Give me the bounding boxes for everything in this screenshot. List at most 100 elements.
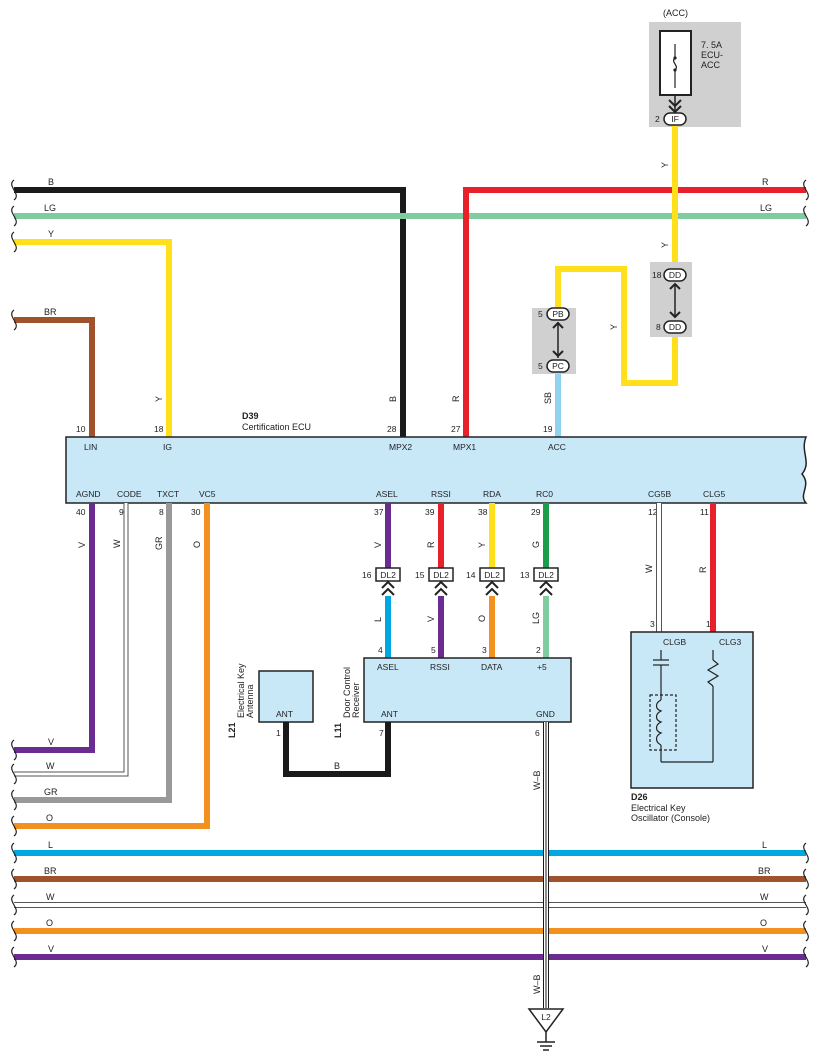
svg-text:19: 19 [543, 424, 553, 434]
wire-y-pb [555, 266, 678, 386]
svg-text:GND: GND [536, 709, 555, 719]
svg-text:LIN: LIN [84, 442, 97, 452]
svg-text:13: 13 [520, 570, 530, 580]
connector-dd-top [663, 268, 687, 282]
svg-text:V: V [373, 542, 383, 548]
fuse-rating: 7. 5A [701, 40, 722, 50]
svg-text:LG: LG [760, 203, 772, 213]
receiver-name-1: Door Control [342, 667, 352, 718]
svg-text:Y: Y [660, 162, 670, 168]
ecu-name: Certification ECU [242, 422, 311, 432]
svg-text:MPX2: MPX2 [389, 442, 412, 452]
svg-text:PB: PB [552, 309, 564, 319]
svg-text:L: L [48, 840, 53, 850]
oscillator-code: D26 [631, 792, 648, 802]
svg-text:Y: Y [660, 242, 670, 248]
svg-text:39: 39 [425, 507, 435, 517]
svg-text:7: 7 [379, 728, 384, 738]
svg-text:6: 6 [535, 728, 540, 738]
svg-text:W: W [46, 892, 55, 902]
svg-text:CODE: CODE [117, 489, 142, 499]
antenna-name-1: Electrical Key [236, 663, 246, 718]
svg-text:B: B [48, 177, 54, 187]
dl2-connector-16: DL2 16 [362, 567, 401, 596]
svg-text:RSSI: RSSI [430, 662, 450, 672]
svg-text:V: V [426, 616, 436, 622]
svg-text:PC: PC [552, 361, 564, 371]
svg-text:O: O [46, 918, 53, 928]
svg-text:IF: IF [671, 114, 679, 124]
svg-text:5: 5 [431, 645, 436, 655]
svg-text:G: G [531, 541, 541, 548]
left-break-marks [11, 179, 17, 968]
dl2-connector-15: DL2 15 [415, 567, 454, 596]
svg-text:LG: LG [531, 612, 541, 624]
wire-w-code [14, 503, 129, 777]
svg-text:37: 37 [374, 507, 384, 517]
ecu-code: D39 [242, 411, 259, 421]
receiver-body [363, 657, 572, 723]
wire-b-ant [283, 722, 391, 777]
svg-text:ASEL: ASEL [376, 489, 398, 499]
svg-text:11: 11 [700, 507, 709, 517]
svg-text:RC0: RC0 [536, 489, 553, 499]
svg-text:GR: GR [154, 536, 164, 550]
svg-text:BR: BR [758, 866, 771, 876]
fuse-name-1: ECU- [701, 50, 723, 60]
ground-icon [527, 1008, 565, 1051]
svg-text:9: 9 [119, 507, 124, 517]
svg-text:29: 29 [531, 507, 541, 517]
svg-text:V: V [48, 944, 54, 954]
svg-text:V: V [77, 542, 87, 548]
svg-text:ACC: ACC [548, 442, 566, 452]
svg-text:TXCT: TXCT [157, 489, 179, 499]
antenna-body [258, 670, 314, 723]
svg-text:DL2: DL2 [380, 570, 396, 580]
svg-text:40: 40 [76, 507, 86, 517]
svg-text:W: W [760, 892, 769, 902]
svg-text:18: 18 [652, 270, 662, 280]
svg-text:W: W [112, 539, 122, 548]
svg-text:DL2: DL2 [538, 570, 554, 580]
svg-text:Y: Y [609, 324, 619, 330]
wire-gr-txct [14, 503, 172, 803]
svg-text:2: 2 [655, 114, 660, 124]
svg-text:2: 2 [536, 645, 541, 655]
ecu-body [65, 436, 808, 504]
svg-text:W: W [46, 761, 55, 771]
svg-text:R: R [698, 566, 708, 573]
wire-v-agnd [14, 503, 95, 753]
svg-text:O: O [760, 918, 767, 928]
svg-text:5: 5 [538, 361, 543, 371]
oscillator-name-1: Electrical Key [631, 803, 686, 813]
svg-text:V: V [762, 944, 768, 954]
connector-pc [546, 359, 570, 373]
svg-text:8: 8 [656, 322, 661, 332]
svg-text:1: 1 [276, 728, 281, 738]
svg-text:LG: LG [44, 203, 56, 213]
svg-text:B: B [388, 396, 398, 402]
svg-text:W: W [644, 564, 654, 573]
svg-text:R: R [451, 395, 461, 402]
svg-text:CLG3: CLG3 [719, 637, 741, 647]
svg-text:L: L [762, 840, 767, 850]
svg-text:O: O [46, 813, 53, 823]
receiver-code: L11 [333, 723, 343, 738]
svg-text:27: 27 [451, 424, 461, 434]
connector-pb [546, 307, 570, 321]
svg-text:R: R [762, 177, 769, 187]
antenna-name-2: Antenna [245, 684, 255, 718]
svg-text:SB: SB [543, 392, 553, 404]
svg-text:O: O [192, 541, 202, 548]
svg-text:BR: BR [44, 307, 57, 317]
svg-text:Y: Y [48, 229, 54, 239]
connector-if [663, 112, 687, 126]
svg-text:CLGB: CLGB [663, 637, 686, 647]
svg-text:16: 16 [362, 570, 372, 580]
receiver-name-2: Receiver [351, 682, 361, 718]
svg-text:RDA: RDA [483, 489, 501, 499]
svg-text:DL2: DL2 [484, 570, 500, 580]
svg-text:DD: DD [669, 322, 681, 332]
svg-text:ANT: ANT [276, 709, 293, 719]
